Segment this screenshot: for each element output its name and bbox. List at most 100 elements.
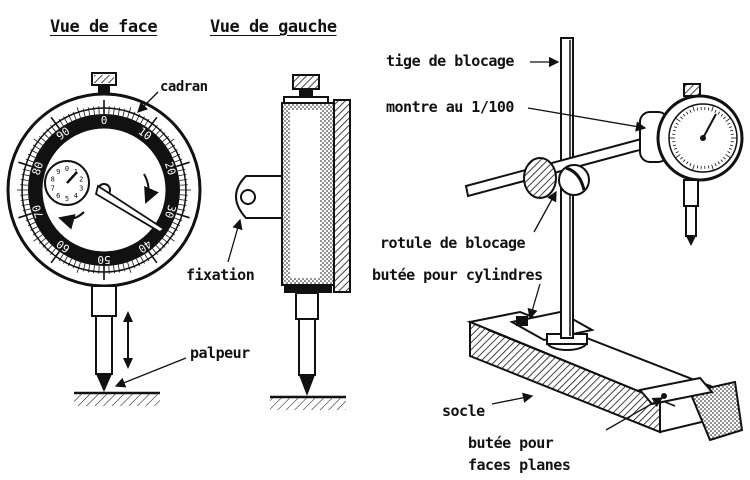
dial-scale-number: 40 — [136, 237, 154, 255]
dial-scale-number: 0 — [101, 114, 108, 127]
dial-scale-number: 80 — [30, 160, 46, 177]
dial-tick — [172, 153, 181, 159]
dial-tick — [178, 173, 187, 177]
dial-tick — [39, 238, 46, 244]
left-stem — [295, 292, 319, 320]
dial-tick — [174, 217, 183, 222]
locking-ball-joint — [558, 164, 590, 196]
dial-tick — [98, 265, 100, 274]
indicator-tick — [725, 117, 731, 122]
heading-left-view: Vue de gauche — [210, 17, 337, 37]
dial-tick — [179, 184, 188, 186]
label-locking-rod: tige de blocage — [386, 52, 514, 70]
leader-lines — [114, 56, 664, 431]
revolution-counter-number: 6 — [56, 192, 60, 200]
leader-base — [491, 392, 534, 405]
dial-tick — [155, 245, 162, 252]
dial-tick — [33, 234, 43, 242]
indicator-tick — [727, 151, 731, 154]
dial-tick — [76, 107, 81, 118]
indicator-tick — [711, 164, 714, 171]
label-locking-ball-joint: rotule de blocage — [380, 234, 526, 252]
mounting-lug — [235, 175, 283, 219]
label-mounting: fixation — [186, 266, 255, 284]
dial-tick — [176, 212, 190, 219]
dial-tick — [67, 258, 73, 267]
dial-tick — [58, 118, 64, 127]
indicator-tick — [714, 163, 717, 167]
dial-tick — [172, 221, 181, 227]
indicator-tick — [714, 109, 717, 113]
front-crown-stem — [98, 85, 110, 93]
indicator-crown — [683, 83, 701, 97]
label-base: socle — [442, 402, 485, 420]
dial-tick — [167, 144, 176, 150]
indicator-tick — [680, 156, 683, 160]
indicator-tick — [675, 122, 679, 125]
front-stem — [91, 285, 117, 317]
dial-tick — [50, 125, 56, 132]
base-end-block — [688, 380, 744, 442]
dial-tick — [108, 265, 110, 274]
dial-tick — [159, 241, 166, 248]
indicator-tick — [672, 129, 676, 132]
indicator-tick — [674, 147, 678, 150]
dial-tick — [127, 262, 132, 273]
indicator-stem — [683, 179, 699, 207]
dial-tick — [179, 179, 188, 181]
leader-ball-joint — [533, 190, 557, 233]
dial-tick — [152, 248, 158, 255]
leader-dial — [137, 91, 159, 113]
dial-tick — [30, 149, 38, 154]
dial-tick — [117, 264, 121, 273]
label-cylinder-stop: butée pour cylindres — [372, 266, 543, 284]
locking-ball-joint-shade — [565, 166, 586, 191]
left-spindle — [298, 318, 316, 376]
dial-tick — [93, 265, 95, 274]
indicator-tick — [711, 105, 714, 112]
indicator-tick — [680, 116, 683, 120]
indicator-tick — [672, 144, 676, 147]
indicator-tick — [674, 126, 678, 129]
dial-tick — [50, 116, 60, 129]
dial-tick — [32, 230, 41, 236]
dial-tick — [87, 264, 91, 273]
dial-tick — [148, 116, 158, 129]
dial-tick — [27, 221, 36, 227]
rotation-arrow-left — [58, 211, 85, 230]
indicator-tick — [696, 107, 699, 111]
left-ground-hatch — [270, 398, 346, 410]
leader-cylinder-stop — [527, 283, 541, 320]
dial-tick — [21, 173, 30, 177]
dial-tick — [117, 107, 121, 116]
indicator-tick — [686, 161, 689, 165]
dial-tick — [127, 107, 132, 118]
dial-tick — [25, 158, 34, 163]
indicator-tick — [689, 109, 692, 113]
dial-tick — [46, 245, 53, 252]
dial-tick — [155, 128, 162, 135]
indicator-tick — [730, 129, 734, 132]
label-probe: palpeur — [190, 344, 250, 362]
indicator-tick — [728, 147, 732, 150]
dial-tick — [159, 132, 166, 139]
indicator-probe-tip — [686, 236, 696, 246]
dial-tick — [72, 111, 77, 120]
revolution-counter-number: 2 — [79, 175, 83, 183]
dial-tick — [21, 203, 30, 207]
indicator-hub — [700, 135, 706, 141]
dial-tick — [144, 253, 150, 262]
dial-tick — [98, 106, 100, 115]
revolution-counter-needle — [66, 171, 78, 184]
indicator-tick — [717, 161, 720, 165]
main-needle — [94, 184, 166, 234]
left-view-gauge — [235, 74, 351, 410]
indicator-tick — [720, 113, 724, 117]
dial-tick — [67, 113, 73, 122]
front-dial-ticks — [17, 100, 191, 280]
dial-tick — [144, 118, 150, 127]
dial-tick — [179, 194, 188, 196]
left-probe-tip — [299, 375, 315, 396]
dial-tick — [58, 253, 64, 262]
dial-tick — [20, 184, 29, 186]
